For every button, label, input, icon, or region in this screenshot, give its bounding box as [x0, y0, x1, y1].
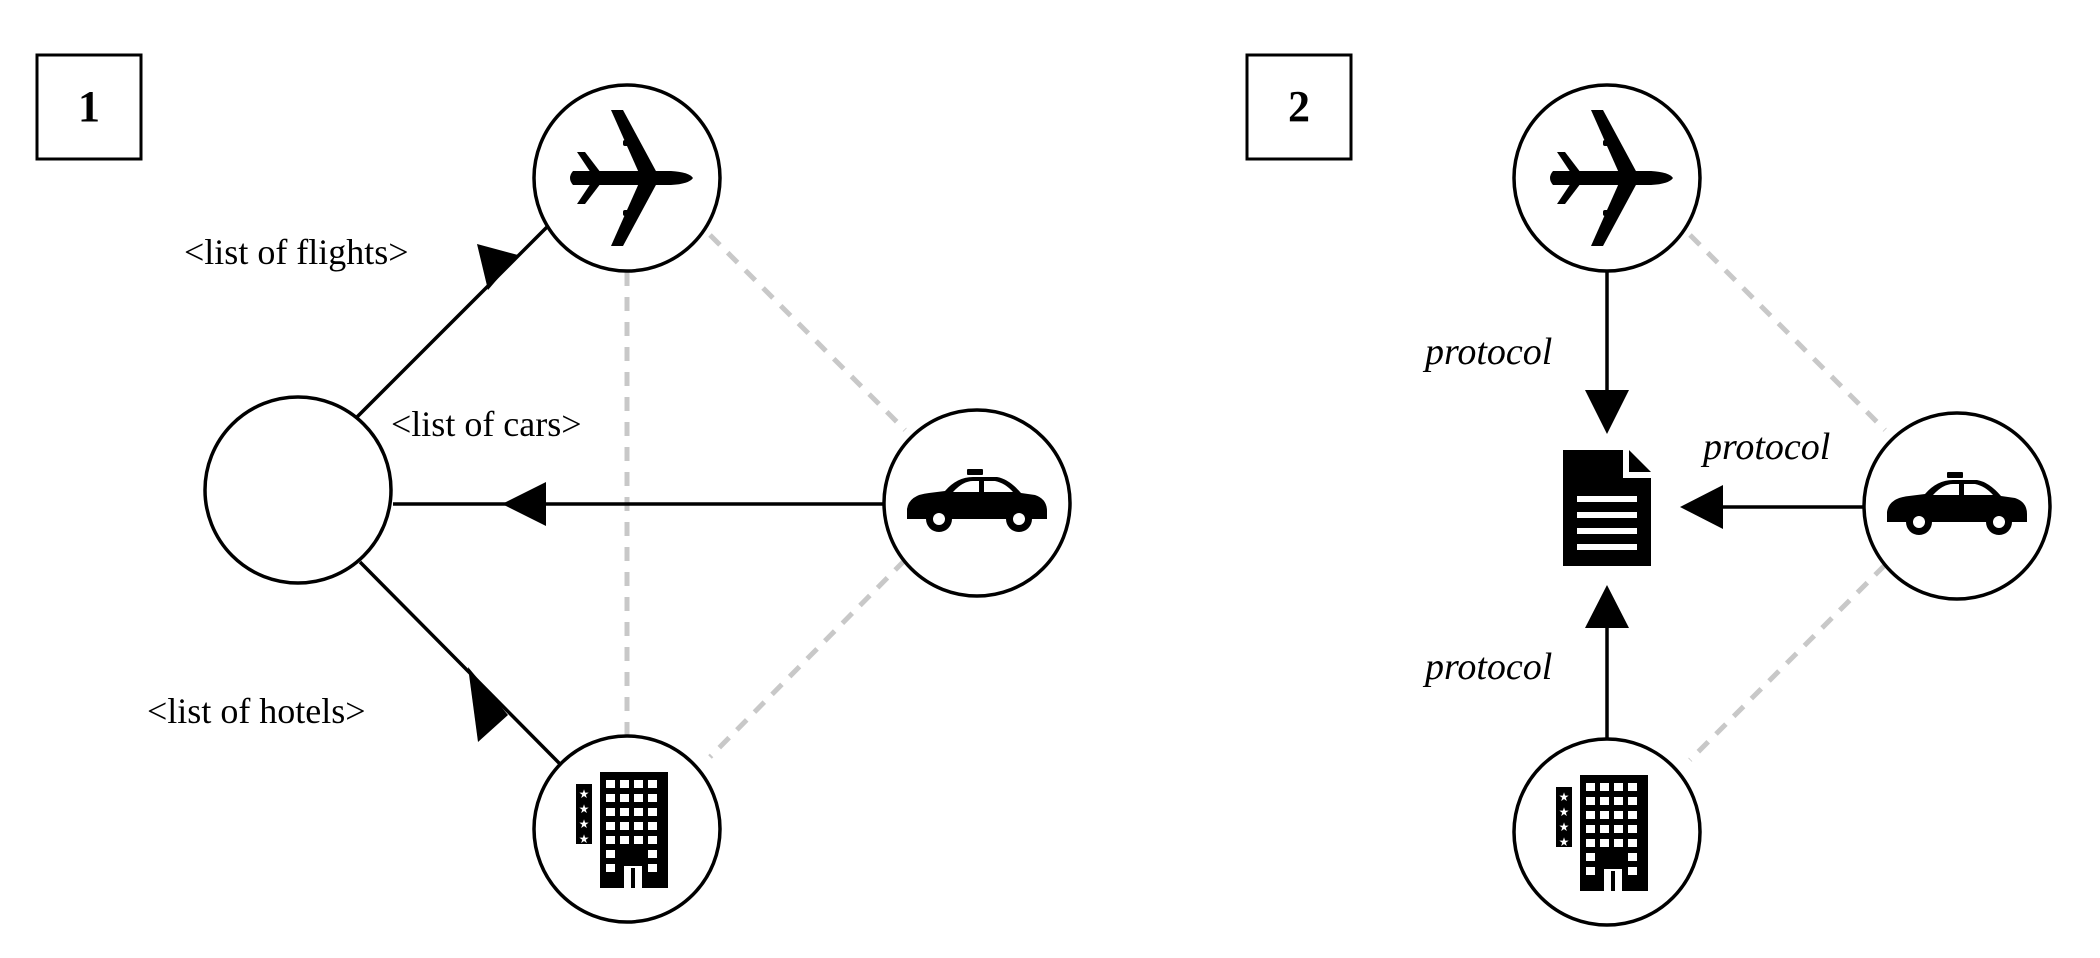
- panel-1: 1 <list of flights> <list of cars> <list…: [35, 53, 1072, 924]
- edge-protocol-flights-arrowhead: [1585, 390, 1629, 434]
- edge-protocol-cars-arrowhead: [1680, 485, 1723, 529]
- node-empty: [203, 395, 393, 585]
- panel-2-number-box: [1245, 53, 1353, 161]
- edge-flights-arrowhead: [477, 244, 518, 290]
- label-list-of-flights: <list of flights>: [184, 232, 409, 272]
- label-protocol-hotels: protocol: [1422, 646, 1552, 688]
- edge-cars-arrowhead: [502, 482, 546, 526]
- dashed-link-car-hotel: [708, 558, 907, 759]
- panel-2: 2 protocol protocol protocol: [1245, 53, 2052, 927]
- label-list-of-hotels: <list of hotels>: [147, 691, 366, 731]
- edge-protocol-hotels-arrowhead: [1585, 585, 1629, 628]
- dashed-link-plane-car: [1688, 233, 1887, 432]
- label-list-of-cars: <list of cars>: [391, 404, 582, 444]
- label-protocol-flights: protocol: [1422, 331, 1552, 373]
- label-protocol-cars: protocol: [1700, 426, 1830, 468]
- panel-1-number: 1: [78, 82, 100, 131]
- edge-flights: [354, 224, 550, 420]
- dashed-link-car-hotel: [1688, 563, 1887, 762]
- panel-2-number: 2: [1288, 82, 1310, 131]
- edge-hotels-arrowhead: [468, 667, 508, 742]
- document-icon: [1563, 450, 1651, 566]
- dashed-link-plane-car: [708, 233, 907, 432]
- edge-hotels: [358, 560, 563, 767]
- panel-1-number-box: [35, 53, 143, 161]
